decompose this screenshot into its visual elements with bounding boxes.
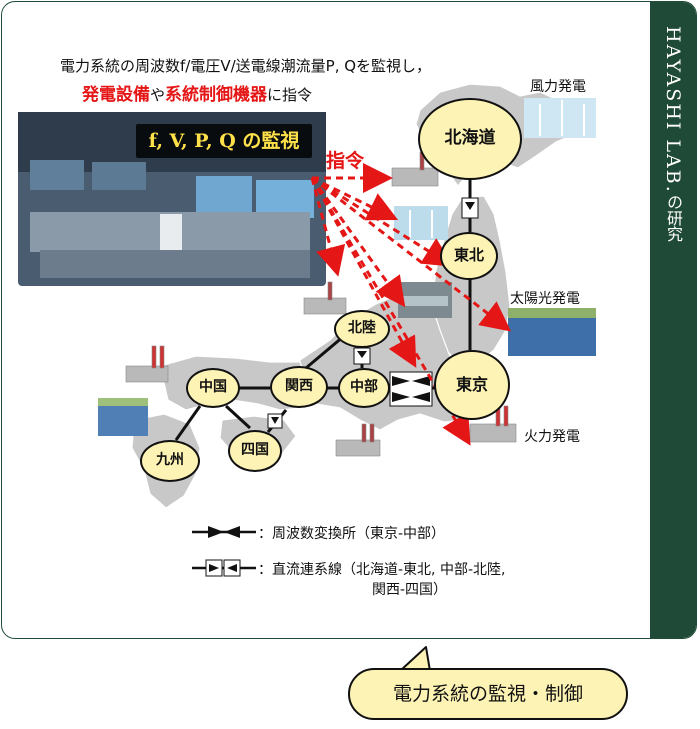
thermal-plant-icon-3 (125, 345, 169, 383)
command-arrow-6 (310, 177, 346, 277)
command-arrow-4 (311, 176, 512, 332)
node-hokuriku: 北陸 (334, 310, 390, 348)
legend-dc-symbol (192, 559, 256, 577)
wind-turbine-icon (524, 98, 596, 138)
node-kyushu: 九州 (140, 440, 200, 482)
side-title-lab: HAYASHI LAB. (662, 26, 684, 194)
dc-link-kansai-shikoku (267, 413, 283, 429)
command-label: 指令 (326, 150, 365, 172)
side-bar: HAYASHI LAB.の研究 (650, 2, 696, 638)
node-hokkaido: 北海道 (418, 98, 522, 180)
intro-mid: や (150, 86, 166, 104)
node-chubu: 中部 (338, 368, 390, 408)
line-hokuriku-kansai (305, 334, 345, 370)
dam-icon (398, 282, 452, 318)
frequency-converter-tokyo-chubu (389, 371, 433, 407)
intro-line-2: 発電設備や系統制御機器に指令 (82, 80, 312, 105)
thermal-plant-icon-2 (303, 281, 347, 315)
thermal-plant-icon-4 (335, 423, 381, 457)
solar-panel-icon-2 (98, 398, 148, 436)
command-arrow-2 (311, 176, 399, 221)
command-arrow-8 (310, 177, 471, 446)
intro-line-1: 電力系統の周波数f/電圧V/送電線潮流量P, Qを監視し， (60, 57, 432, 75)
legend-converter-symbol (192, 526, 256, 538)
command-arrow-7 (310, 177, 417, 368)
solar-panel-icon (508, 308, 596, 356)
node-chugoku: 中国 (186, 368, 240, 408)
intro-emph-generation: 発電設備 (82, 85, 150, 105)
legend-dc-text-1: ：直流連系線（北海道-東北, 中部-北陸, (258, 562, 506, 578)
line-chugoku-kyushu (174, 405, 202, 441)
node-tokyo: 東京 (434, 350, 510, 420)
monitor-banner: f, V, P, Q の監視 (136, 124, 312, 158)
legend-dc-text-2: 関西-四国） (372, 582, 448, 598)
legend-converter-text: ：周波数変換所（東京-中部） (258, 526, 446, 542)
command-arrows (310, 163, 512, 446)
node-shikoku: 四国 (228, 430, 282, 472)
caption-bubble: 電力系統の監視・制御 (348, 668, 628, 720)
command-arrow-5 (310, 177, 406, 308)
side-title-sub: の研究 (664, 193, 683, 242)
dc-link-hokkaido-tohoku (461, 197, 479, 219)
intro-tail: に指令 (267, 86, 313, 104)
solar-label: 太陽光発電 (510, 291, 580, 307)
side-title: HAYASHI LAB.の研究 (650, 26, 696, 242)
wind-label: 風力発電 (530, 79, 586, 95)
wind-turbine-icon-2 (394, 206, 448, 240)
thermal-label: 火力発電 (524, 429, 580, 445)
node-tohoku: 東北 (440, 232, 498, 280)
node-kansai: 関西 (270, 366, 328, 408)
intro-emph-control: 系統制御機器 (165, 85, 268, 105)
command-arrow-3 (311, 176, 454, 267)
line-chugoku-shikoku (224, 404, 252, 430)
dc-link-chubu-hokuriku (353, 347, 371, 365)
